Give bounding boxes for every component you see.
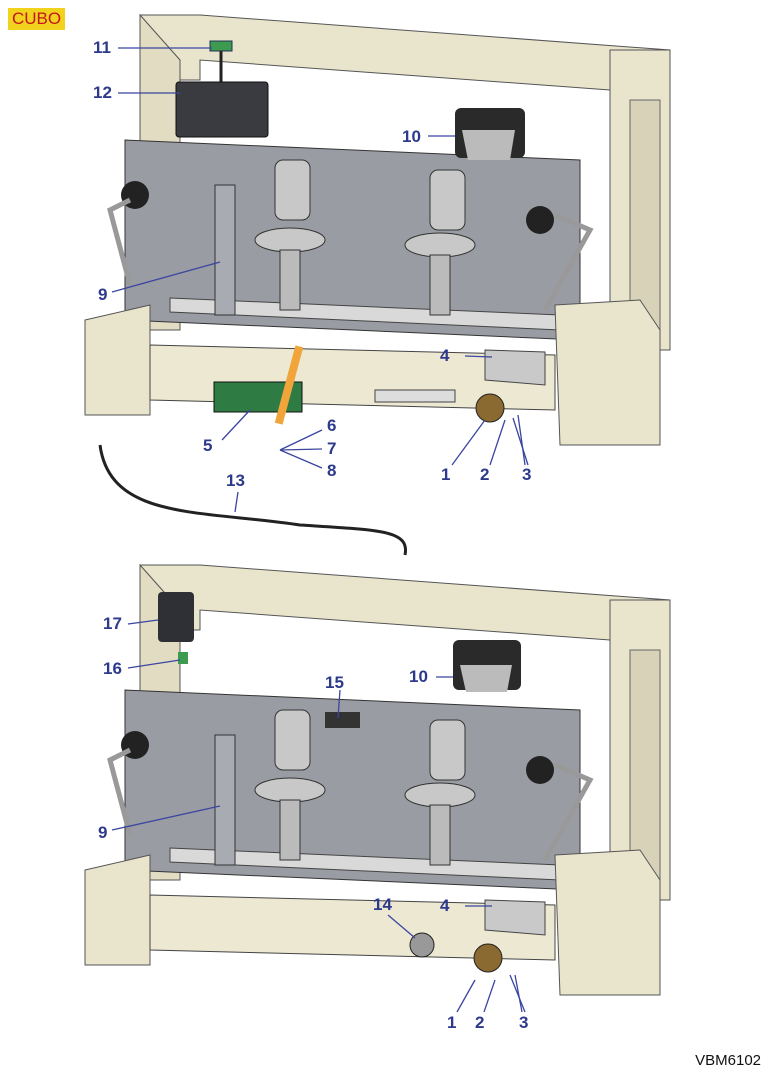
callout-11: 11 bbox=[93, 38, 111, 57]
callout-12: 12 bbox=[93, 83, 112, 102]
callout-1-lower: 1 bbox=[447, 1013, 457, 1032]
callout-2-lower: 2 bbox=[475, 1013, 485, 1032]
callout-7: 7 bbox=[327, 439, 337, 458]
series-badge: CUBO bbox=[8, 8, 66, 30]
callout-10-lower: 10 bbox=[409, 667, 428, 686]
callout-15: 15 bbox=[325, 673, 344, 692]
callout-17: 17 bbox=[103, 614, 122, 633]
callout-3: 3 bbox=[522, 465, 532, 484]
callout-13: 13 bbox=[226, 471, 245, 490]
callout-14: 14 bbox=[373, 895, 392, 914]
callout-5: 5 bbox=[203, 436, 213, 455]
callout-leaders bbox=[111, 47, 529, 1013]
callout-6: 6 bbox=[327, 416, 337, 435]
callout-8: 8 bbox=[327, 461, 337, 480]
callout-3-lower: 3 bbox=[519, 1013, 529, 1032]
callout-2: 2 bbox=[480, 465, 490, 484]
callout-16: 16 bbox=[103, 659, 122, 678]
callout-4-lower: 4 bbox=[440, 896, 450, 915]
callout-9-lower: 9 bbox=[98, 823, 108, 842]
callout-4: 4 bbox=[440, 346, 450, 365]
callout-10: 10 bbox=[402, 127, 421, 146]
callout-9: 9 bbox=[98, 285, 108, 304]
drawing-code: VBM6102 bbox=[695, 1052, 761, 1069]
callout-1: 1 bbox=[441, 465, 451, 484]
